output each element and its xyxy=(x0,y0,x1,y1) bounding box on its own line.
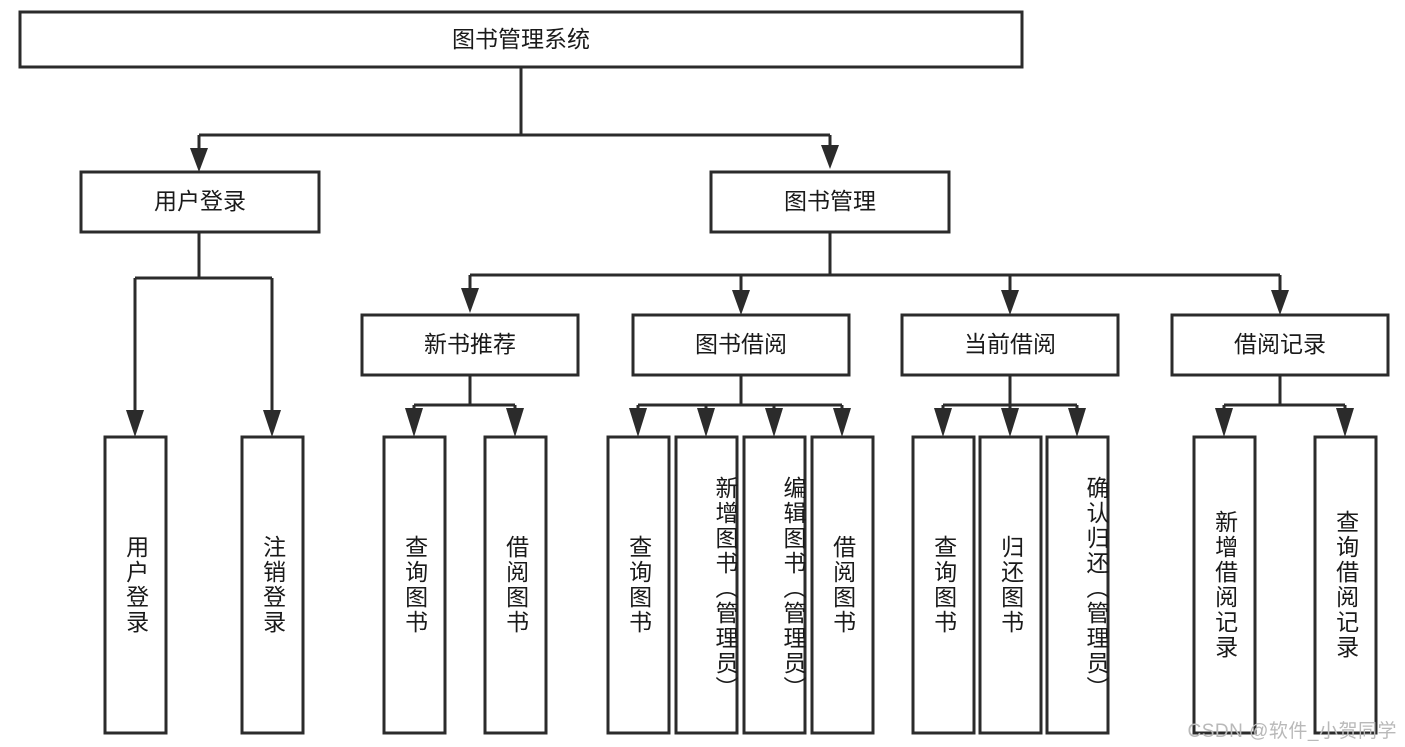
node-new-book-recommend-box[interactable] xyxy=(360,313,580,377)
leaf-box-borrow-book-bb[interactable] xyxy=(810,435,875,735)
node-book-management-box[interactable] xyxy=(709,170,951,234)
arrow-head-bb-leaf3 xyxy=(765,408,783,437)
leaf-box-confirm-return-admin[interactable] xyxy=(1045,435,1110,735)
leaf-box-return-book[interactable] xyxy=(978,435,1043,735)
arrow-head-bb-leaf4 xyxy=(833,408,851,437)
node-current-borrow[interactable]: 当前借阅 xyxy=(900,313,1120,377)
leaf-box-query-borrow-record[interactable] xyxy=(1313,435,1378,735)
node-current-borrow-box[interactable] xyxy=(900,313,1120,377)
arrow-head-cb-leaf1 xyxy=(934,408,952,437)
arrow-head-bb-leaf2 xyxy=(697,408,715,437)
node-root[interactable]: 图书管理系统 xyxy=(18,10,1024,69)
arrow-head-nb-leaf1 xyxy=(405,408,423,437)
leaf-box-user-login[interactable] xyxy=(103,435,168,735)
arrow-head-book-mgmt xyxy=(821,145,839,169)
node-user-login-box[interactable] xyxy=(79,170,321,234)
connector-group xyxy=(126,67,1354,437)
arrow-head-borrow-record xyxy=(1271,290,1289,315)
node-new-book-recommend-label: 新书推荐 xyxy=(424,331,516,357)
arrow-head-new-book xyxy=(461,288,479,313)
arrow-head-leaf-logout xyxy=(263,410,281,437)
node-root-box[interactable] xyxy=(18,10,1024,69)
node-current-borrow-label: 当前借阅 xyxy=(964,331,1056,357)
node-user-login[interactable]: 用户登录 xyxy=(79,170,321,234)
leaf-box-query-book-cb[interactable] xyxy=(911,435,976,735)
node-root-label: 图书管理系统 xyxy=(452,26,590,52)
arrow-head-cb-leaf3 xyxy=(1068,408,1086,437)
node-book-management[interactable]: 图书管理 xyxy=(709,170,951,234)
leaf-box-query-book-nb[interactable] xyxy=(382,435,447,735)
node-user-login-label: 用户登录 xyxy=(154,188,246,214)
arrow-head-leaf-user-login xyxy=(126,410,144,437)
arrow-head-nb-leaf2 xyxy=(506,408,524,437)
leaf-box-borrow-book-nb[interactable] xyxy=(483,435,548,735)
leaf-box-logout[interactable] xyxy=(240,435,305,735)
node-new-book-recommend[interactable]: 新书推荐 xyxy=(360,313,580,377)
csdn-watermark: CSDN @软件_小贺同学 xyxy=(1187,721,1397,742)
node-book-borrow-box[interactable] xyxy=(631,313,851,377)
arrow-head-bb-leaf1 xyxy=(629,408,647,437)
node-borrow-record-box[interactable] xyxy=(1170,313,1390,377)
arrow-head-current-borrow xyxy=(1001,290,1019,315)
arrow-head-br-leaf2 xyxy=(1336,408,1354,437)
leaf-box-edit-book-admin[interactable] xyxy=(742,435,807,735)
arrow-head-br-leaf1 xyxy=(1215,408,1233,437)
leaf-box-add-borrow-record[interactable] xyxy=(1192,435,1257,735)
node-book-borrow-label: 图书借阅 xyxy=(695,331,787,357)
arrow-head-user-login xyxy=(190,148,208,172)
node-book-management-label: 图书管理 xyxy=(784,188,876,214)
node-borrow-record[interactable]: 借阅记录 xyxy=(1170,313,1390,377)
leaf-box-query-book-bb[interactable] xyxy=(606,435,671,735)
node-book-borrow[interactable]: 图书借阅 xyxy=(631,313,851,377)
node-borrow-record-label: 借阅记录 xyxy=(1234,331,1326,357)
arrow-head-cb-leaf2 xyxy=(1001,408,1019,437)
arrow-head-borrow-book xyxy=(732,290,750,315)
leaf-box-add-book-admin[interactable] xyxy=(674,435,739,735)
